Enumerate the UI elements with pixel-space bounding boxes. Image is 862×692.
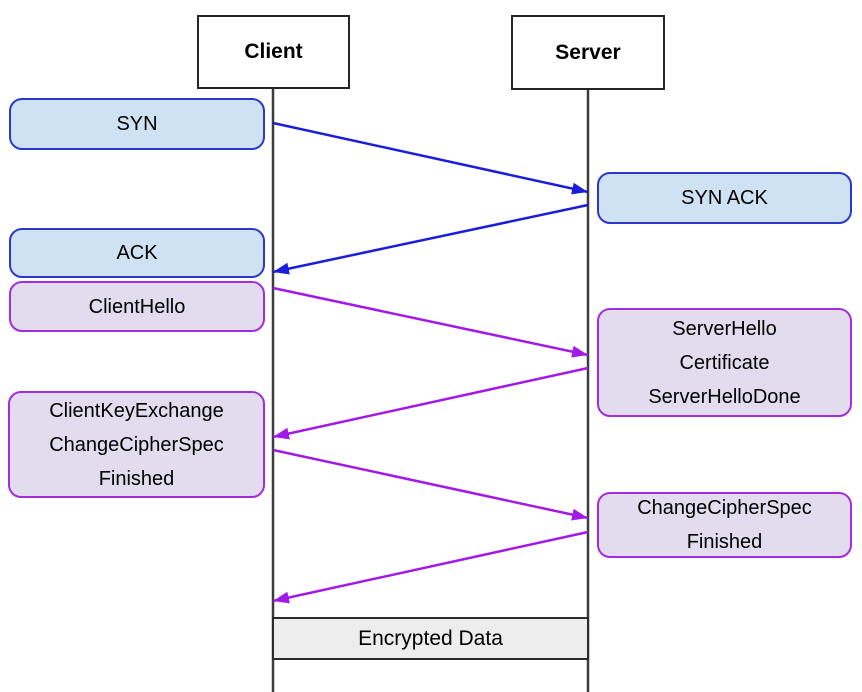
message-line: ChangeCipherSpec [637,497,812,519]
message-line: ACK [116,242,158,264]
message-box-syn-ack: SYN ACK [597,172,852,224]
arrow-syn-ack [272,203,589,275]
message-box-ack: ACK [9,228,265,278]
arrow-server-hello [272,366,589,440]
message-line: Certificate [679,351,770,374]
message-line: SYN [116,113,158,135]
actor-server-label: Server [555,40,621,64]
message-box-client-hello: ClientHello [9,281,265,332]
message-line: ChangeCipherSpec [49,433,224,456]
encrypted-data-label: Encrypted Data [358,626,503,650]
message-line: ClientHello [88,295,186,318]
arrow-syn [272,121,589,195]
actor-client-label: Client [244,40,303,63]
message-box-server-hello: ServerHello Certificate ServerHelloDone [597,308,852,417]
message-line: SYN ACK [681,187,768,209]
arrow-client-key-exchange [272,448,589,521]
arrow-client-hello [272,286,589,358]
actor-client: Client [197,15,350,89]
message-box-syn: SYN [9,98,265,150]
message-line: Finished [686,531,763,553]
message-box-change-cipher-spec: ChangeCipherSpec Finished [597,492,852,558]
actor-server: Server [511,15,665,90]
message-line: ServerHello [672,317,777,340]
message-box-client-key-exchange: ClientKeyExchange ChangeCipherSpec Finis… [8,391,265,498]
message-line: Finished [98,467,175,490]
message-line: ClientKeyExchange [49,399,224,422]
arrow-change-cipher-spec [272,530,589,604]
encrypted-data-band: Encrypted Data [272,617,589,660]
message-line: ServerHelloDone [648,385,801,408]
